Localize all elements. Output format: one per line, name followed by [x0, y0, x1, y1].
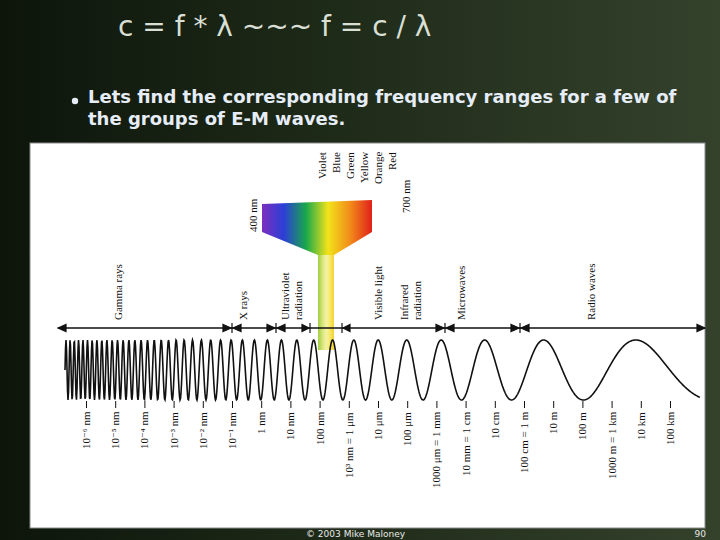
scale-tick	[320, 401, 321, 408]
arrowhead	[521, 325, 529, 332]
scale-tick	[582, 401, 583, 408]
wavelength-mark: 400 nm	[247, 199, 260, 232]
arrowhead	[58, 325, 66, 332]
scale-tick	[553, 401, 554, 408]
band-axis-line	[58, 327, 705, 329]
scale-tick	[436, 401, 437, 408]
funnel-stem-glow	[318, 255, 334, 350]
arrowhead	[302, 325, 309, 332]
color-name: Yellow	[358, 152, 371, 183]
color-name: Orange	[372, 152, 385, 184]
scale-value: 100 μm	[401, 412, 414, 446]
scale-value: 10 nm	[284, 412, 297, 440]
scale-tick	[612, 401, 613, 408]
scale-tick	[466, 401, 467, 408]
color-name: Red	[386, 152, 399, 170]
scale-tick	[232, 401, 233, 408]
arrowhead	[267, 325, 275, 332]
color-name: Blue	[330, 152, 343, 173]
scale-value: 100 nm	[314, 412, 327, 445]
scale-tick	[378, 401, 379, 408]
arrowhead	[511, 325, 519, 332]
scale-tick	[86, 401, 87, 408]
scale-tick	[115, 401, 116, 408]
band-name: Radio waves	[585, 263, 598, 320]
band-name: Microwaves	[455, 266, 468, 320]
band-name: Visible light	[372, 266, 385, 320]
scale-tick	[290, 401, 291, 408]
band-name: Gamma rays	[112, 264, 125, 320]
scale-value: 1 nm	[255, 412, 268, 434]
scale-value: 10⁻¹ nm	[226, 412, 239, 449]
scale-value: 10 μm	[372, 412, 385, 440]
page-number: 90	[695, 529, 706, 540]
band-name: Ultraviolet radiation	[279, 260, 305, 320]
scale-value: 100 cm = 1 m	[518, 412, 531, 473]
scale-tick	[349, 401, 350, 408]
band-name: X rays	[237, 291, 250, 320]
scale-value: 10 km	[635, 412, 648, 440]
scale-value: 10⁻⁴ nm	[138, 412, 151, 449]
scale-value: 10⁻² nm	[197, 412, 210, 449]
slide-title: c = f * λ ~~~ f = c / λ	[118, 10, 431, 43]
arrowhead	[697, 325, 705, 332]
scale-tick	[407, 401, 408, 408]
band-name: Infrared radiation	[398, 268, 424, 320]
scale-tick	[203, 401, 204, 408]
scale-tick	[524, 401, 525, 408]
color-name: Green	[344, 152, 357, 179]
scale-tick	[144, 401, 145, 408]
arrowhead	[277, 325, 285, 332]
scale-value: 100 km	[664, 412, 677, 445]
figure-panel	[30, 143, 705, 528]
scale-value: 10⁻⁵ nm	[109, 412, 122, 449]
scale-value: 1000 m = 1 km	[606, 412, 619, 479]
color-name: Violet	[316, 152, 329, 179]
scale-value: 10 cm	[489, 412, 502, 439]
band-arrowheads	[58, 323, 705, 333]
bullet-text: Lets find the corresponding frequency ra…	[88, 86, 708, 129]
scale-value: 100 m	[576, 412, 589, 440]
arrowhead	[436, 325, 444, 332]
scale-value: 10⁻⁶ nm	[80, 412, 93, 449]
scale-value: 10⁻³ nm	[168, 412, 181, 449]
scale-value: 10 mm = 1 cm	[460, 412, 473, 476]
wavelength-mark: 700 nm	[400, 180, 413, 213]
copyright-note: © 2003 Mike Maloney	[306, 529, 405, 540]
scale-tick	[641, 401, 642, 408]
scale-value: 10 m	[547, 412, 560, 434]
scale-tick	[495, 401, 496, 408]
scale-tick	[174, 401, 175, 408]
arrowhead	[223, 325, 231, 332]
scale-value: 10³ nm = 1 μm	[343, 412, 356, 478]
scale-tick	[261, 401, 262, 408]
arrowhead	[343, 325, 350, 332]
scale-ticks	[87, 401, 671, 408]
scale-tick	[670, 401, 671, 408]
arrowhead	[233, 325, 241, 332]
scale-value: 1000 μm = 1 mm	[430, 412, 443, 488]
arrowhead	[446, 325, 454, 332]
em-wave	[65, 340, 700, 400]
bullet-dot	[72, 98, 78, 104]
